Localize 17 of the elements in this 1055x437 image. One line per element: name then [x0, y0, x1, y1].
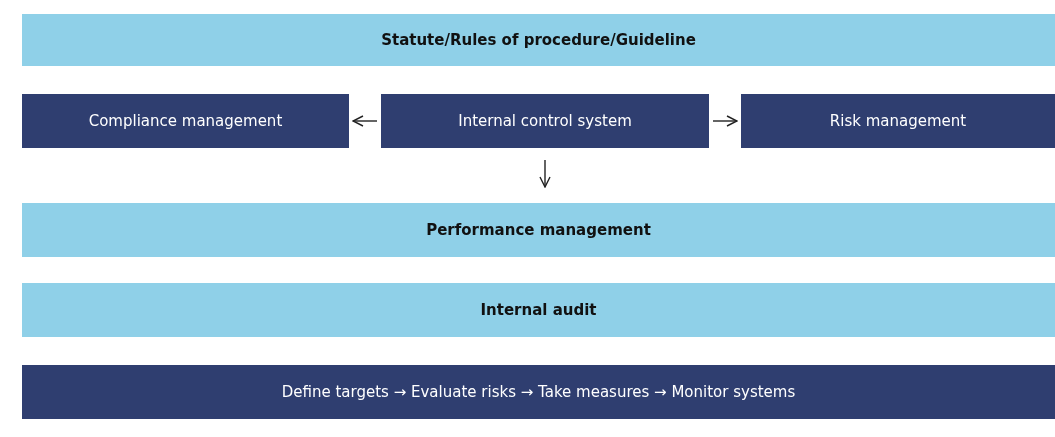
process-box [381, 94, 709, 148]
box-label: Internal audit [480, 301, 597, 319]
process-box [22, 94, 349, 148]
arrow [539, 159, 551, 188]
box-label: Compliance management [88, 112, 283, 130]
process-box [22, 203, 1055, 257]
box-label: Internal control system [458, 112, 632, 130]
process-box [22, 365, 1055, 419]
box-label: Statute/Rules of procedure/Guideline [381, 31, 696, 49]
process-box [22, 14, 1055, 66]
box-label: Performance management [426, 221, 651, 239]
arrow [352, 115, 378, 127]
arrow [712, 115, 738, 127]
box-label: Define targets → Evaluate risks → Take measures → Monitor systems [281, 383, 796, 401]
process-box [22, 283, 1055, 337]
process-box [741, 94, 1055, 148]
box-label: Risk management [829, 112, 967, 130]
